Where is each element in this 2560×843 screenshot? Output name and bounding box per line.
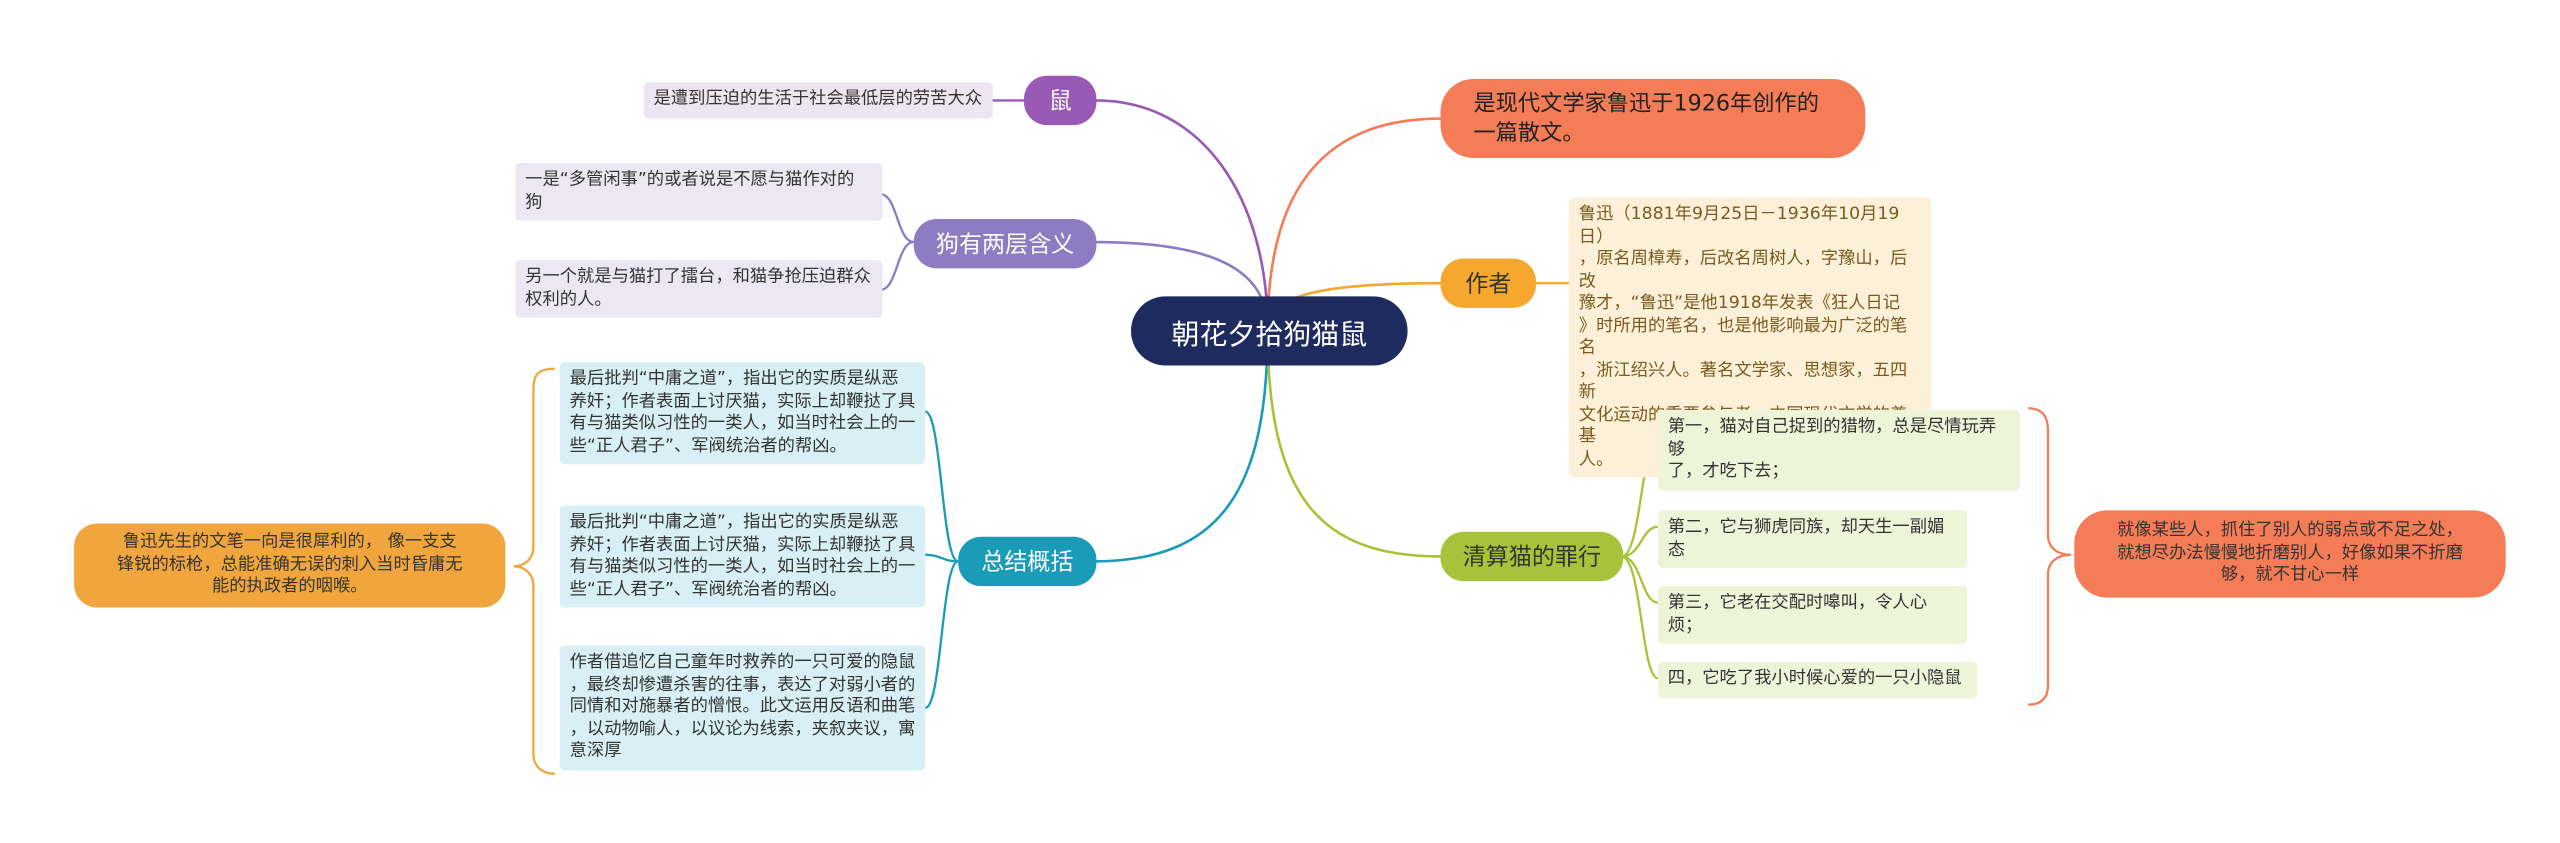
leaf-line: 人。 (1578, 448, 1614, 469)
leaf-line: 第三，它老在交配时嗥叫，令人心烦； (1667, 592, 1927, 635)
leaf-gou-1: 一是“多管闲事”的或者说是不愿与猫作对的 狗 (515, 162, 883, 221)
leaf-line: 权利的人。 (525, 288, 612, 309)
leaf-line: 养奸；作者表面上讨厌猫，实际上却鞭挞了具 (569, 534, 916, 554)
topic-zuozhe[interactable]: 作者 (1440, 258, 1536, 308)
topic-shu[interactable]: 鼠 (1023, 75, 1097, 126)
topic-mao-label: 清算猫的罪行 (1462, 544, 1602, 572)
leaf-mao-1: 第一，猫对自己捉到的猎物，总是尽情玩弄够 了，才吃下去； (1657, 409, 2021, 490)
leaf-mao-4: 四，它吃了我小时候心爱的一只小隐鼠 (1657, 661, 1978, 698)
leaf-line: 同情和对施暴者的憎恨。此文运用反语和曲笔 (569, 696, 916, 717)
summary-line: 能的执政者的咽喉。 (211, 576, 368, 596)
leaf-zongjie-3: 作者借追忆自己童年时救养的一只可爱的隐鼠 ，最终却惨遭杀害的往事，表达了对弱小者… (559, 645, 926, 770)
root-topic[interactable]: 朝花夕拾狗猫鼠 (1131, 296, 1408, 366)
leaf-line: 》时所用的笔名，也是他影响最为广泛的笔名 (1578, 315, 1908, 358)
leaf-zongjie-2: 最后批判“中庸之道”，指出它的实质是纵恶 养奸；作者表面上讨厌猫，实际上却鞭挞了… (559, 505, 926, 608)
topic-zongjie[interactable]: 总结概括 (958, 536, 1097, 587)
leaf-line: ，浙江绍兴人。著名文学家、思想家，五四新 (1578, 359, 1908, 402)
leaf-line: 最后批判“中庸之道”，指出它的实质是纵恶 (569, 511, 899, 532)
leaf-line: 豫才，“鲁迅”是他1918年发表《狂人日记 (1578, 293, 1901, 313)
description-line: 是现代文学家鲁迅于1926年创作的 (1473, 90, 1819, 117)
topic-zuozhe-label: 作者 (1465, 271, 1512, 298)
leaf-line: 些“正人君子”、军阀统治者的帮凶。 (569, 578, 847, 599)
leaf-gou-2: 另一个就是与猫打了擂台，和猫争抢压迫群众 权利的人。 (515, 260, 883, 318)
summary-line: 就想尽办法慢慢地折磨别人，好像如果不折磨 (2117, 542, 2463, 563)
leaf-line: 是遭到压迫的生活于社会最低层的劳苦大众 (653, 88, 983, 109)
leaf-line: 一是“多管闲事”的或者说是不愿与猫作对的 (525, 169, 855, 190)
leaf-line: 第二，它与狮虎同族，却天生一副媚态 (1667, 516, 1945, 559)
leaf-shu-1: 是遭到压迫的生活于社会最低层的劳苦大众 (643, 82, 993, 118)
topic-zongjie-label: 总结概括 (981, 549, 1074, 577)
leaf-line: 另一个就是与猫打了擂台，和猫争抢压迫群众 (525, 266, 871, 287)
summary-line: 就像某些人，抓住了别人的弱点或不足之处， (2117, 520, 2463, 540)
leaf-line: 作者借追忆自己童年时救养的一只可爱的隐鼠 (569, 651, 916, 672)
description-line: 一篇散文。 (1473, 120, 1585, 147)
leaf-line: 养奸；作者表面上讨厌猫，实际上却鞭挞了具 (569, 390, 916, 411)
topic-mao[interactable]: 清算猫的罪行 (1440, 531, 1624, 582)
topic-gou-label: 狗有两层含义 (935, 232, 1075, 259)
summary-mao[interactable]: 就像某些人，抓住了别人的弱点或不足之处， 就想尽办法慢慢地折磨别人，好像如果不折… (2074, 510, 2506, 597)
summary-zongjie[interactable]: 鲁迅先生的文笔一向是很犀利的， 像一支支 锋锐的标枪，总能准确无误的刺入当时昏庸… (74, 523, 506, 607)
topic-shu-label: 鼠 (1048, 88, 1072, 116)
leaf-line: ，以动物喻人，以议论为线索，夹叙夹议，寓 (569, 718, 916, 739)
root-topic-label: 朝花夕拾狗猫鼠 (1171, 318, 1368, 352)
leaf-line: 鲁迅（1881年9月25日－1936年10月19日） (1578, 204, 1900, 247)
summary-line: 够，就不甘心一样 (2220, 564, 2360, 585)
topic-gou[interactable]: 狗有两层含义 (913, 218, 1097, 269)
leaf-line: 最后批判“中庸之道”，指出它的实质是纵恶 (569, 368, 899, 389)
leaf-line: 了，才吃下去； (1667, 460, 1789, 481)
leaf-line: ，最终却惨遭杀害的往事，表达了对弱小者的 (569, 674, 916, 694)
leaf-zongjie-1: 最后批判“中庸之道”，指出它的实质是纵恶 养奸；作者表面上讨厌猫，实际上却鞭挞了… (559, 362, 926, 465)
leaf-line: 有与猫类似习性的一类人，如当时社会上的一 (569, 556, 916, 577)
leaf-line: 第一，猫对自己捉到的猎物，总是尽情玩弄够 (1667, 416, 1997, 459)
leaf-line: 有与猫类似习性的一类人，如当时社会上的一 (569, 413, 916, 433)
summary-line: 鲁迅先生的文笔一向是很犀利的， 像一支支 (122, 531, 457, 552)
leaf-mao-3: 第三，它老在交配时嗥叫，令人心烦； (1657, 586, 1968, 644)
leaf-line: 些“正人君子”、军阀统治者的帮凶。 (569, 435, 847, 456)
leaf-line: 意深厚 (569, 740, 622, 761)
leaf-line: 四，它吃了我小时候心爱的一只小隐鼠 (1667, 668, 1962, 689)
leaf-line: 狗 (525, 191, 543, 212)
topic-description[interactable]: 是现代文学家鲁迅于1926年创作的 一篇散文。 (1440, 79, 1866, 159)
leaf-mao-2: 第二，它与狮虎同族，却天生一副媚态 (1657, 510, 1968, 568)
summary-line: 锋锐的标枪，总能准确无误的刺入当时昏庸无 (116, 553, 463, 574)
leaf-line: ，原名周樟寿，后改名周树人，字豫山，后改 (1578, 248, 1908, 291)
